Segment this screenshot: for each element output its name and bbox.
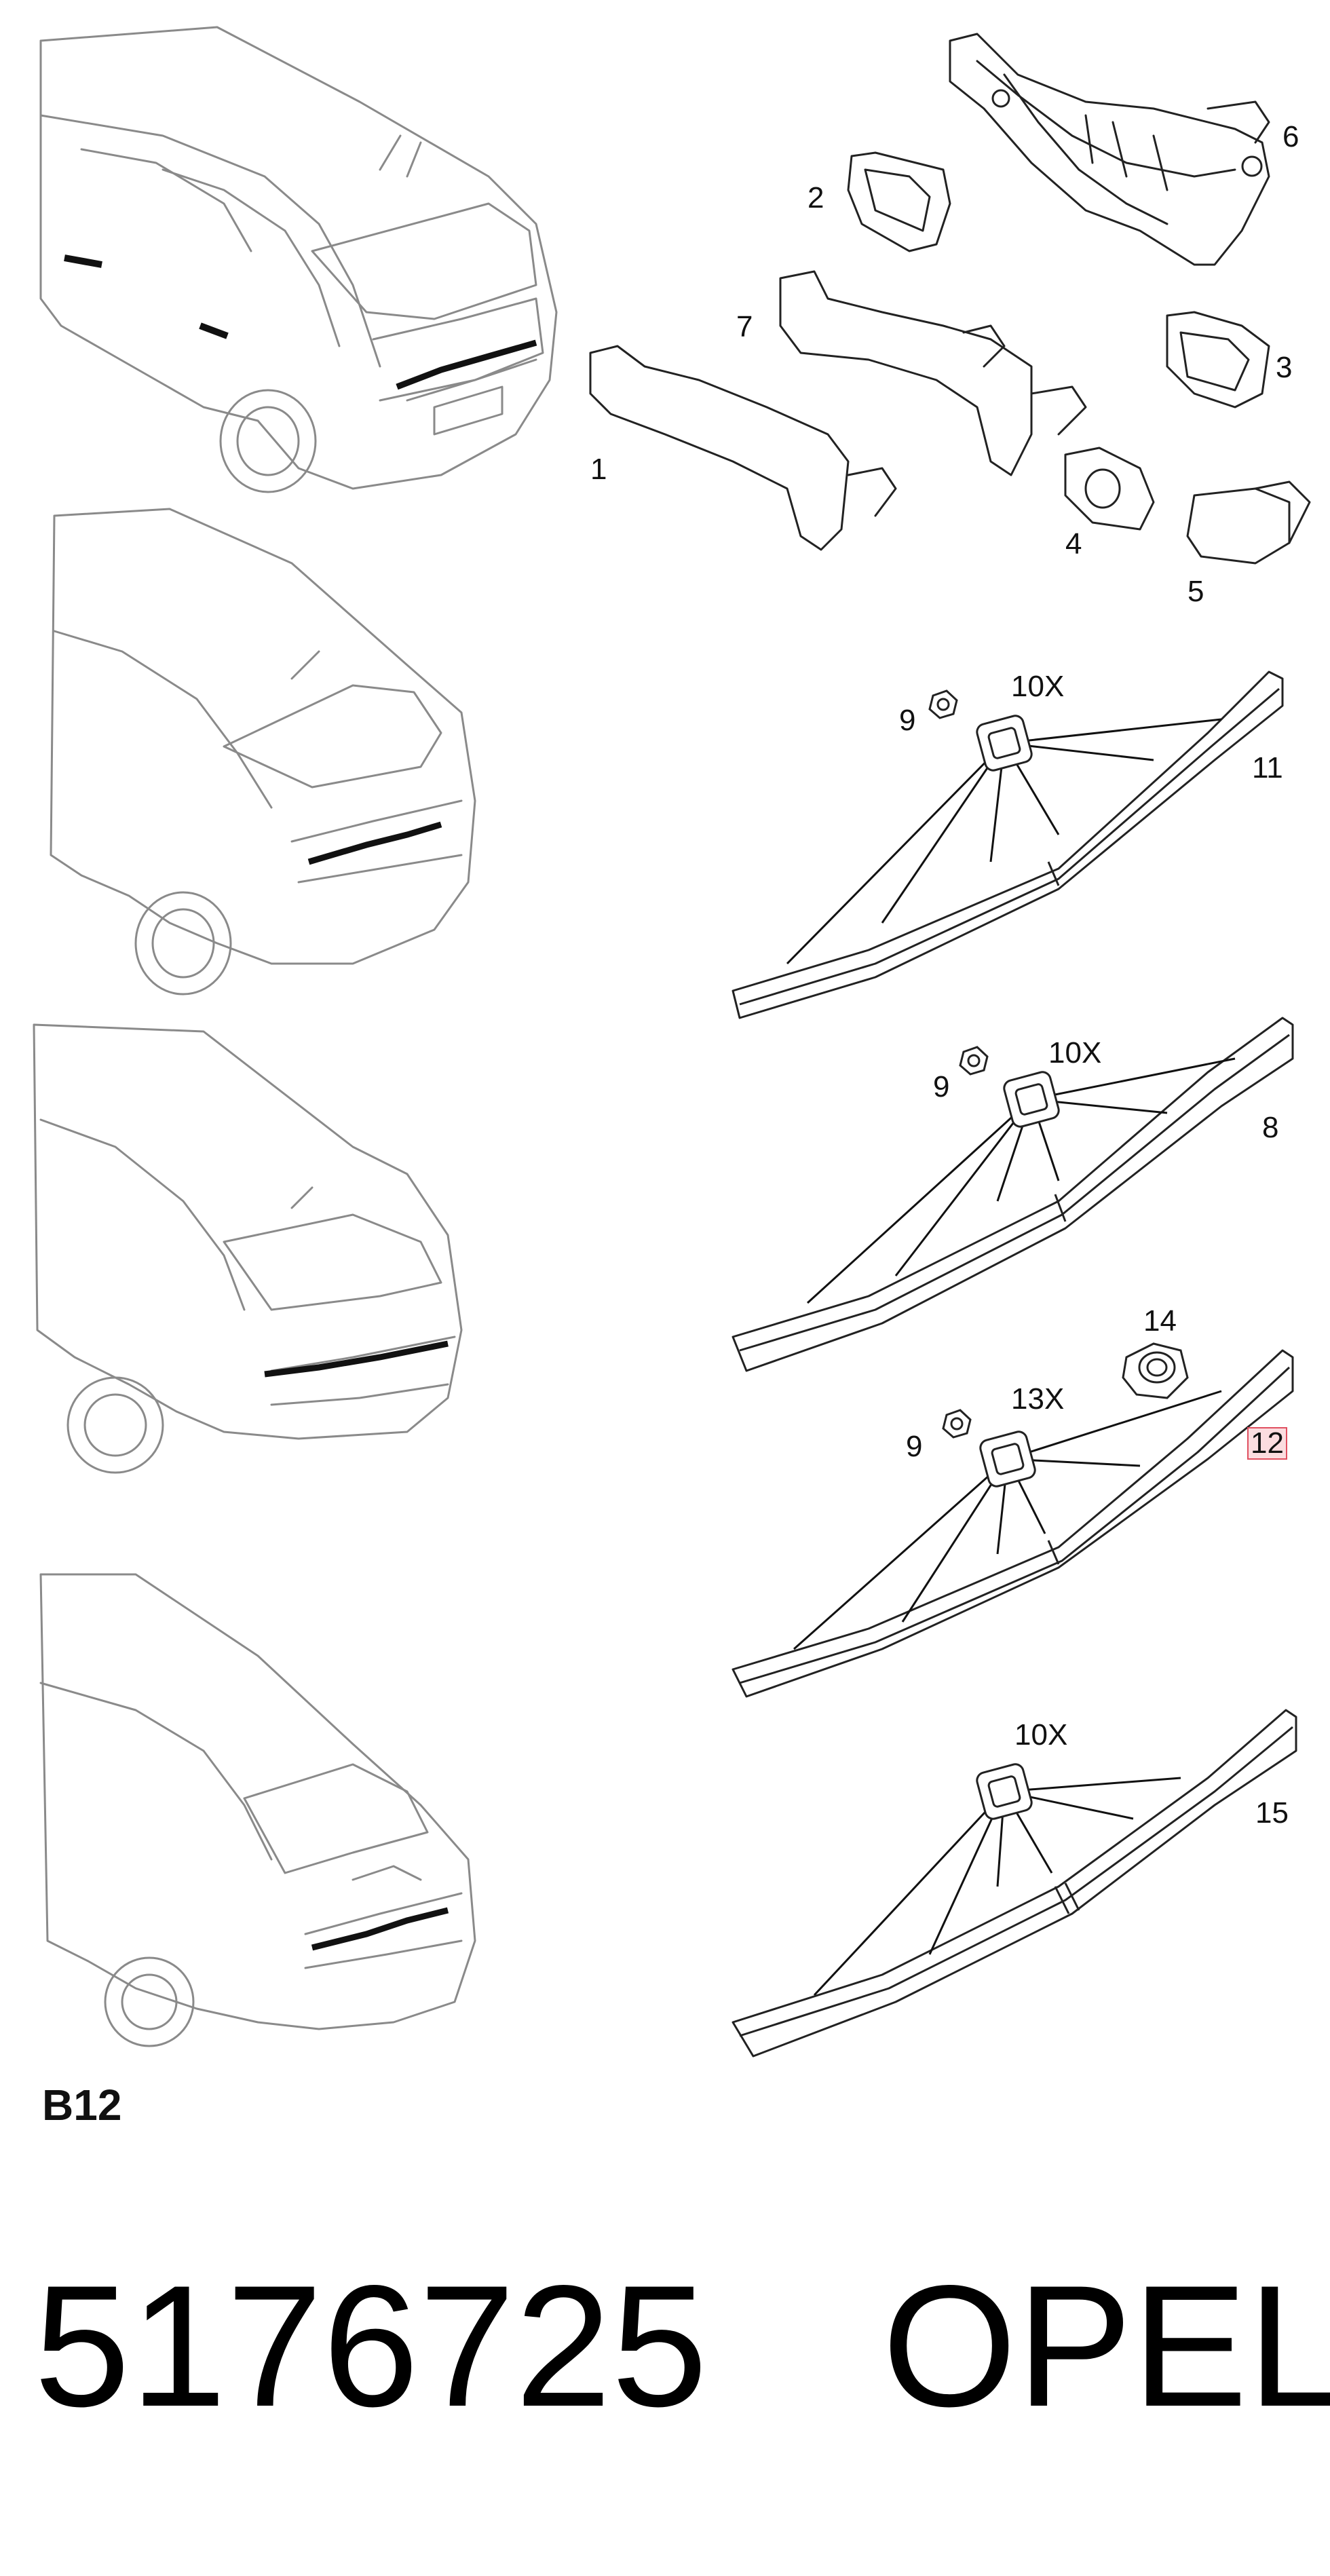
part-14-grommet	[1122, 1342, 1189, 1399]
strip-11-tailgate-trim	[732, 670, 1284, 1019]
callout-11: 11	[1252, 751, 1283, 784]
callout-5: 5	[1188, 575, 1204, 608]
part-6-handle-bracket	[949, 33, 1270, 266]
strip-8-tailgate-trim	[732, 1017, 1294, 1372]
callout-14: 14	[1143, 1304, 1177, 1338]
callout-13x: 13X	[1011, 1382, 1065, 1416]
strip-8-clip-lines	[806, 1057, 1236, 1304]
car1-trim-highlight	[396, 339, 537, 390]
callout-10x-strip-11: 10X	[1011, 670, 1065, 703]
callout-4: 4	[1065, 527, 1082, 561]
car-hatchback-3door	[50, 508, 476, 996]
strip-15-clip	[976, 1763, 1033, 1820]
strip-11-clip-lines	[786, 718, 1222, 965]
strip-11-clip	[976, 715, 1033, 772]
callout-6: 6	[1282, 120, 1299, 153]
strip-15-clip-lines	[813, 1777, 1181, 1996]
brand-name: OPEL	[882, 2250, 1330, 2443]
callout-9-strip-12: 9	[906, 1430, 923, 1463]
callout-8: 8	[1262, 1111, 1279, 1144]
car2-trim-highlight	[307, 821, 442, 865]
strip-11-nut	[928, 689, 958, 719]
strip-12-clip	[979, 1431, 1036, 1488]
callout-1: 1	[590, 453, 607, 486]
strip-12-nut	[942, 1409, 972, 1439]
car-hatchback-5door	[39, 26, 558, 493]
car-twintop	[39, 1573, 476, 2047]
callout-3: 3	[1276, 351, 1293, 384]
callout-9-strip-11: 9	[899, 704, 916, 737]
callout-7: 7	[736, 310, 753, 343]
strip-12-clip-lines	[793, 1390, 1222, 1650]
callout-15: 15	[1255, 1796, 1289, 1830]
strip-8-nut	[959, 1046, 989, 1076]
strip-12-tailgate-trim	[732, 1349, 1294, 1698]
part-4-lock-cap	[1064, 447, 1155, 531]
part-1-door-handle	[589, 345, 897, 551]
callout-9-strip-8: 9	[933, 1070, 950, 1103]
callout-10x-strip-15: 10X	[1014, 1718, 1068, 1751]
callout-2: 2	[808, 181, 824, 214]
part-3-handle-cover	[1166, 311, 1270, 409]
section-code: B12	[42, 2081, 122, 2129]
car3-trim-highlight	[264, 1340, 449, 1378]
callout-10x-strip-8: 10X	[1048, 1036, 1102, 1069]
car4-trim-highlight	[311, 1907, 449, 1951]
callout-12-highlighted[interactable]: 12	[1247, 1427, 1287, 1460]
car-estate	[33, 1023, 463, 1474]
part-number: 5176725	[34, 2250, 708, 2443]
strip-15-tailgate-trim	[732, 1709, 1297, 2058]
strip-8-clip	[1003, 1071, 1060, 1128]
part-5-end-cap	[1186, 480, 1311, 565]
part-2-handle-cover	[847, 151, 951, 252]
part-7-door-handle	[779, 270, 1087, 476]
